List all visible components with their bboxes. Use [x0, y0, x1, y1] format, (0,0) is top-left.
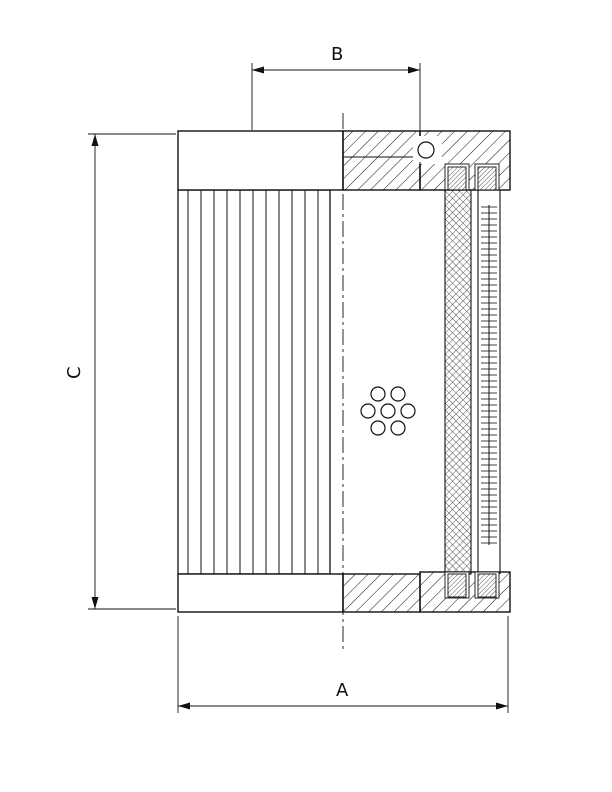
- top-cap-section: [342, 130, 421, 191]
- perforation-hole: [360, 403, 376, 419]
- perforation-hole: [370, 386, 386, 402]
- o-ring-seal-icon: [417, 141, 435, 159]
- pleated-filter-media: [177, 189, 331, 575]
- perforation-hole-center: [380, 403, 396, 419]
- top-seal-ring-outer: [477, 166, 497, 191]
- top-cap-external: [177, 130, 344, 191]
- dimension-a: A: [177, 616, 509, 713]
- dimension-b: B: [251, 44, 421, 130]
- dim-b-label: B: [331, 44, 343, 65]
- dim-c-label: C: [64, 366, 85, 379]
- dimension-c: C: [64, 133, 176, 610]
- dim-b-arrow-left-icon: [252, 66, 264, 74]
- perforation-hole: [390, 386, 406, 402]
- media-cross-section: [444, 189, 472, 575]
- perforation-hole: [400, 403, 416, 419]
- media-section-column: [444, 189, 472, 575]
- perforation-hole: [390, 420, 406, 436]
- perforation-hole: [370, 420, 386, 436]
- dim-a-arrow-right-icon: [496, 702, 508, 710]
- dim-a-arrow-left-icon: [178, 702, 190, 710]
- support-tube: [477, 190, 501, 574]
- bottom-cap-section: [342, 573, 421, 613]
- top-seal-ring-inner: [447, 166, 467, 191]
- pleat-area: [177, 189, 331, 575]
- core-perforation-holes: [360, 386, 416, 436]
- bottom-seal-ring-inner: [447, 573, 467, 598]
- dim-c-arrow-top-icon: [91, 134, 99, 146]
- bottom-end-cap: [177, 571, 511, 613]
- dim-a-label: A: [336, 680, 349, 701]
- top-end-cap: [177, 130, 511, 191]
- dim-c-arrow-bottom-icon: [91, 597, 99, 609]
- dim-b-arrow-right-icon: [408, 66, 420, 74]
- bottom-cap-external: [177, 573, 344, 613]
- bottom-seal-ring-outer: [477, 573, 497, 598]
